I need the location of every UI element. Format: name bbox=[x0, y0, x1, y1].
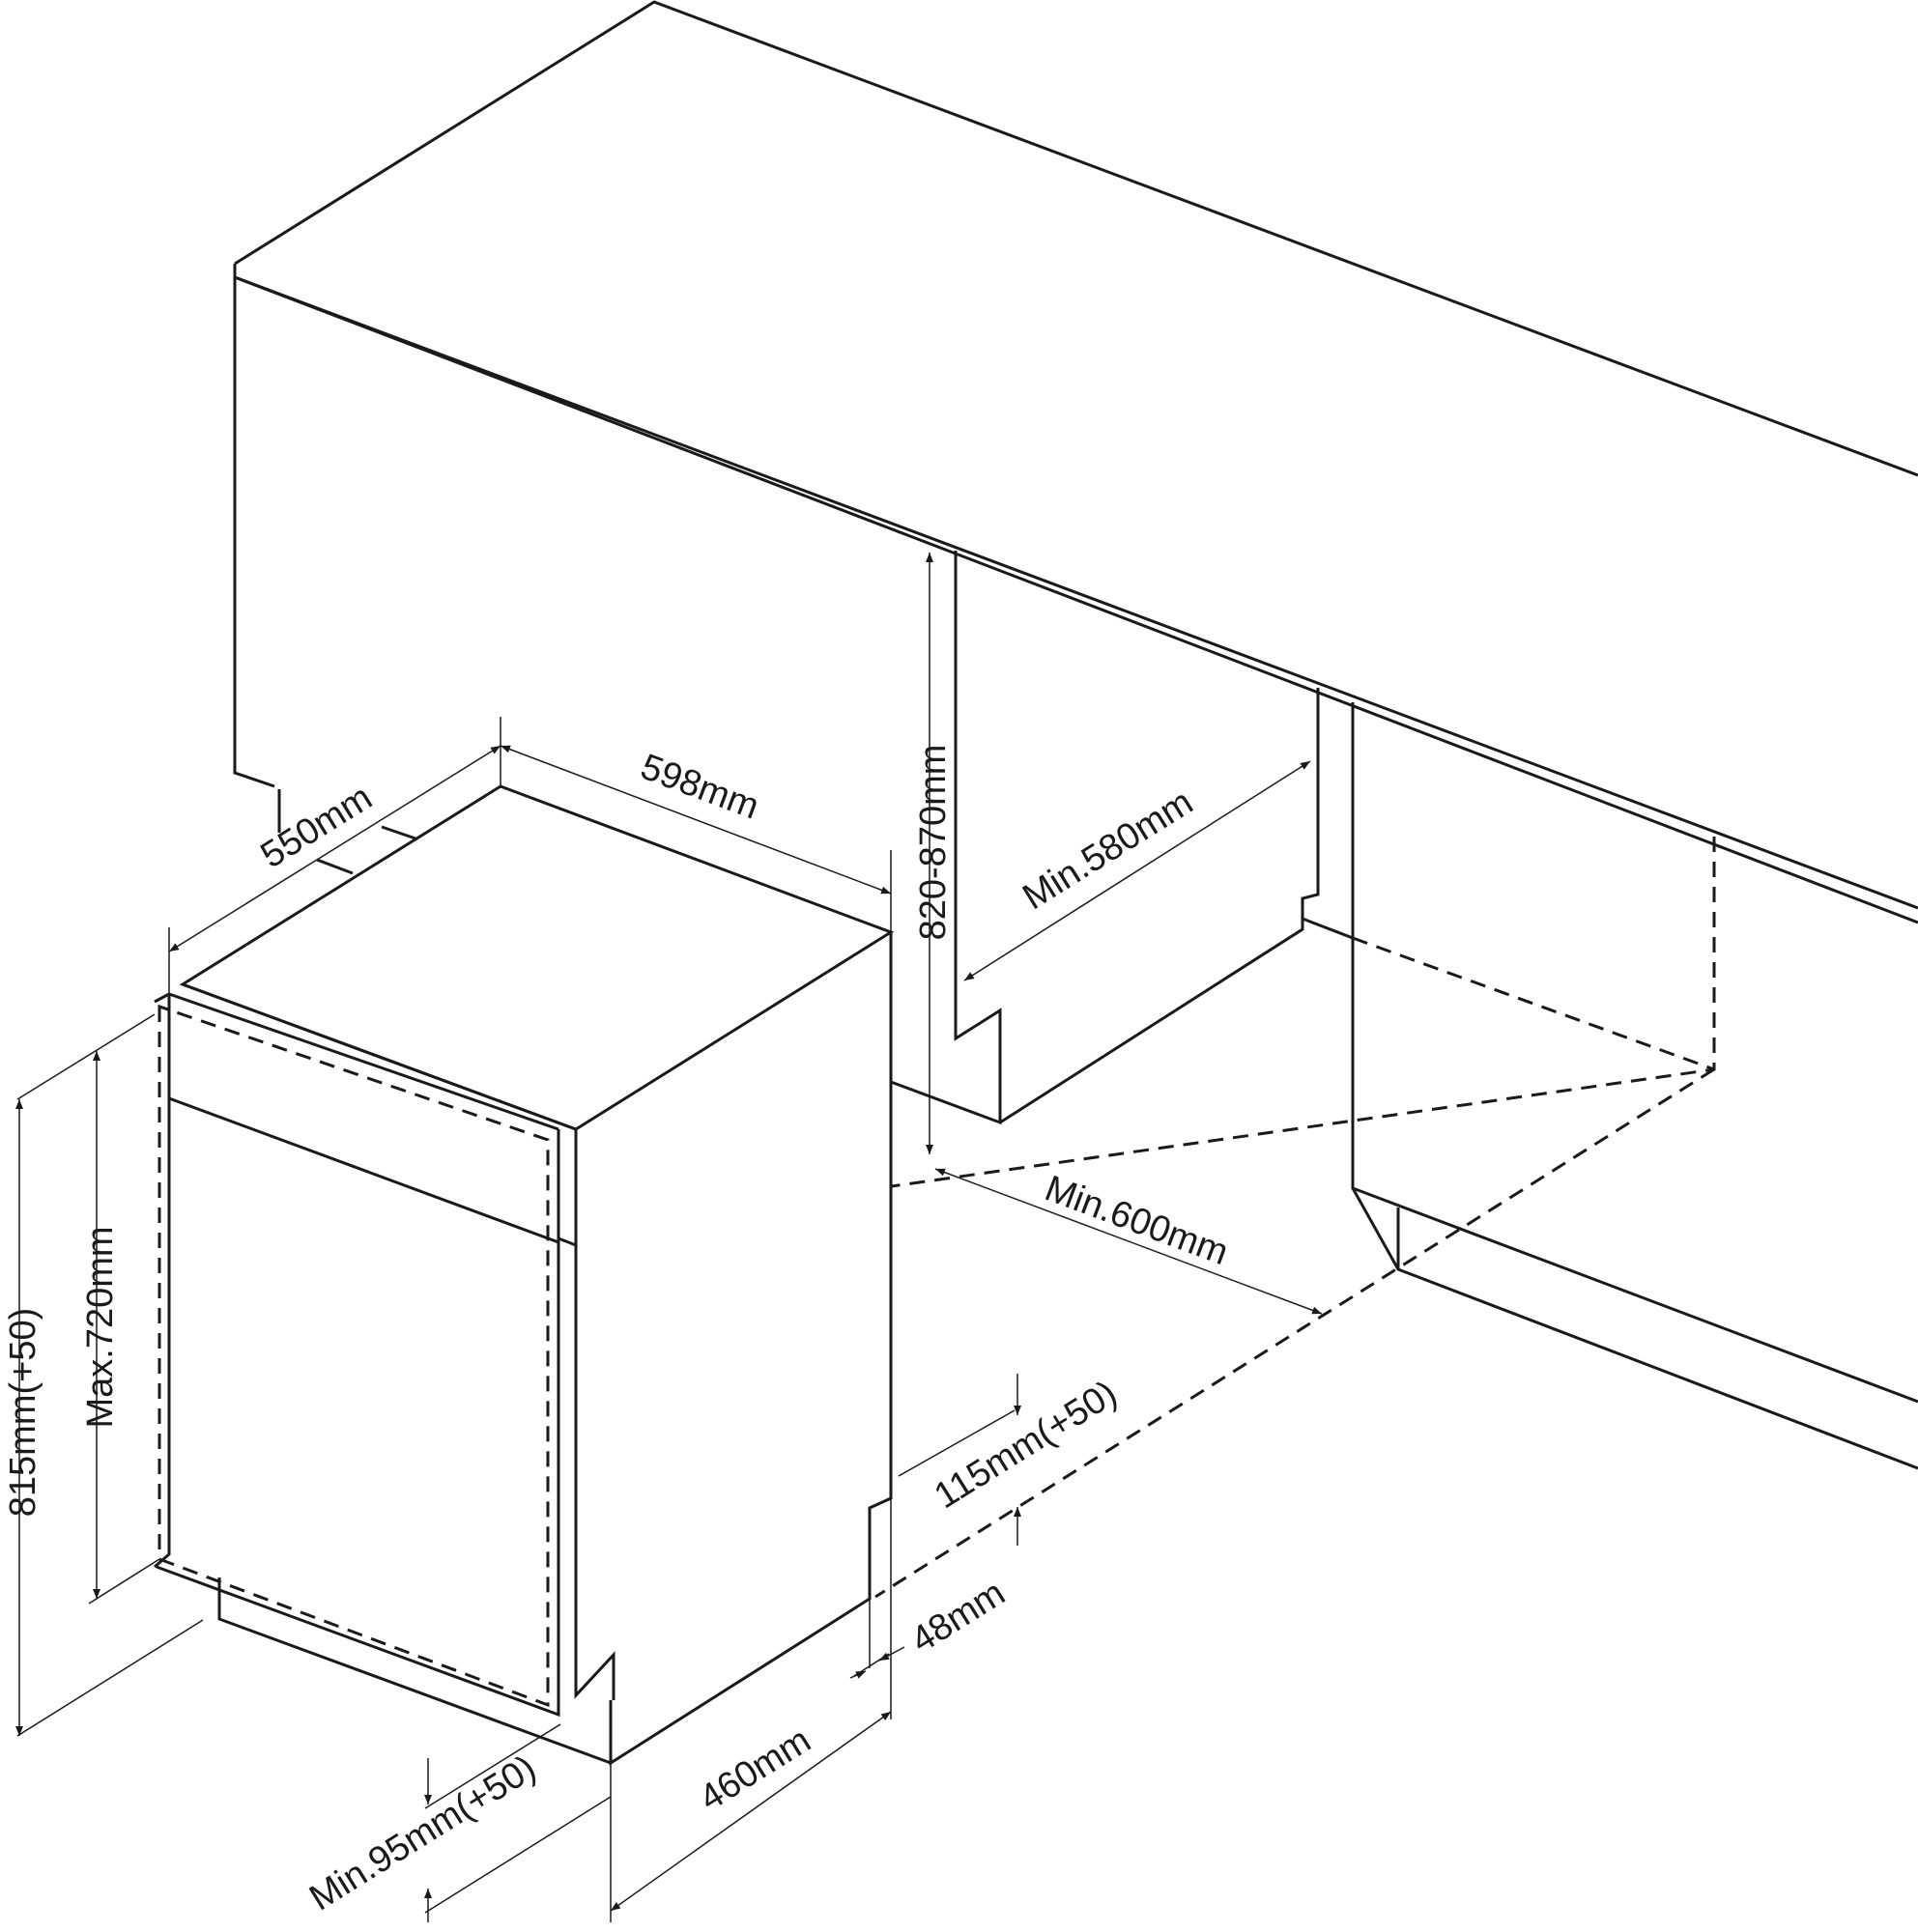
left-cabinet bbox=[233, 277, 416, 875]
label-820-870mm: 820-870mm bbox=[913, 745, 954, 941]
label-48mm: 48mm bbox=[904, 1573, 1013, 1662]
label-min-95mm: Min.95mm(+50) bbox=[302, 1747, 543, 1918]
label-115mm: 115mm(+50) bbox=[928, 1373, 1124, 1517]
label-815mm: 815mm(+50) bbox=[3, 1308, 43, 1517]
label-min-600mm: Min.600mm bbox=[1040, 1168, 1234, 1273]
label-max-720mm: Max.720mm bbox=[80, 1226, 121, 1428]
label-598mm: 598mm bbox=[636, 747, 764, 828]
label-460mm: 460mm bbox=[693, 1719, 818, 1819]
dimension-labels: 598mm 550mm 820-870mm Min.580mm Min.600m… bbox=[3, 745, 1234, 1919]
worktop bbox=[233, 0, 1918, 924]
niche-walls bbox=[874, 551, 1918, 1599]
dishwasher bbox=[154, 784, 895, 1766]
dimension-lines bbox=[15, 553, 1323, 1922]
label-min-580mm: Min.580mm bbox=[1016, 781, 1200, 918]
label-550mm: 550mm bbox=[254, 777, 380, 876]
